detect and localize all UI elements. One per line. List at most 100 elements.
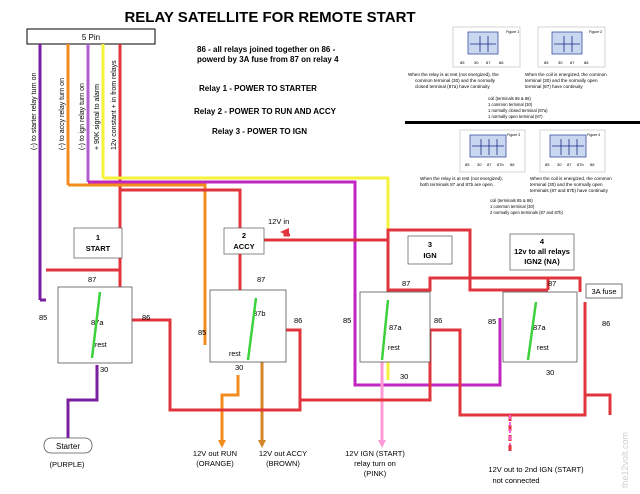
svg-text:12v to all relays: 12v to all relays xyxy=(514,247,570,256)
svg-text:rest: rest xyxy=(229,351,241,358)
svg-text:terminal (87) have continuity: terminal (87) have continuity xyxy=(525,84,583,89)
wire-label-constant: 12v constant + in from relays xyxy=(111,60,118,150)
svg-text:1 normally closed terminal (87: 1 normally closed terminal (87a) xyxy=(488,108,548,113)
svg-text:2 normally open terminals (87: 2 normally open terminals (87 and 87b) xyxy=(490,210,563,215)
relay-1: 1 START 87 87a 85 86 30 rest xyxy=(39,227,150,374)
svg-text:coil (terminals 85 & 86): coil (terminals 85 & 86) xyxy=(488,96,531,101)
svg-text:87a: 87a xyxy=(533,323,546,332)
svg-text:30: 30 xyxy=(100,365,108,374)
label-12v-in: 12V in xyxy=(268,217,289,226)
svg-text:Figure 3: Figure 3 xyxy=(507,133,520,137)
svg-text:87b: 87b xyxy=(253,309,266,318)
relay-4-body xyxy=(502,291,578,363)
starter-terminal xyxy=(43,437,93,454)
svg-text:rest: rest xyxy=(95,342,107,349)
relay-legend: Figure 1 85 30 87 86 Figure 2 85 30 87 86 When… xyxy=(405,26,640,215)
svg-text:ACCY: ACCY xyxy=(233,242,254,251)
svg-text:86: 86 xyxy=(434,316,442,325)
svg-text:85: 85 xyxy=(488,317,496,326)
wire-ign-86-link xyxy=(353,300,502,387)
svg-text:common terminal (30) and the n: common terminal (30) and the normally xyxy=(415,78,496,83)
svg-text:rest: rest xyxy=(537,345,549,352)
svg-text:85: 85 xyxy=(544,60,549,65)
svg-text:85: 85 xyxy=(343,316,351,325)
svg-text:87: 87 xyxy=(88,275,96,284)
svg-text:85: 85 xyxy=(198,328,206,337)
run-label-1: 12V out RUN xyxy=(193,449,237,458)
svg-text:IGN: IGN xyxy=(423,251,436,260)
svg-text:86: 86 xyxy=(499,60,504,65)
svg-text:1: 1 xyxy=(96,233,100,242)
wire-label-accy: (-) to accy relay turn on xyxy=(59,78,66,150)
note-line-1: 86 - all relays joined together on 86 - xyxy=(197,45,336,54)
svg-text:87b: 87b xyxy=(577,162,584,167)
svg-text:coil (terminals 85 & 86): coil (terminals 85 & 86) xyxy=(490,198,533,203)
svg-text:87: 87 xyxy=(487,162,492,167)
wire-fuse-feed xyxy=(546,276,582,292)
svg-text:85: 85 xyxy=(39,313,47,322)
svg-text:terminals (87 and 87b) have co: terminals (87 and 87b) have continuity xyxy=(530,188,609,193)
svg-text:86: 86 xyxy=(510,162,515,167)
svg-text:30: 30 xyxy=(546,368,554,377)
svg-text:30: 30 xyxy=(558,60,563,65)
connector-wires xyxy=(38,44,122,300)
svg-text:Figure 2: Figure 2 xyxy=(589,30,602,34)
svg-text:87: 87 xyxy=(486,60,491,65)
wire-label-starter: (-) to starter relay turn on xyxy=(31,72,38,150)
svg-text:both terminals 87 and 87b are: both terminals 87 and 87b are open. xyxy=(420,182,494,187)
svg-text:When the coil is energized, th: When the coil is energized, the common xyxy=(525,72,607,77)
svg-text:terminal (30) and the normally: terminal (30) and the normally open xyxy=(530,182,603,187)
svg-text:87: 87 xyxy=(548,279,556,288)
relay-3-switch xyxy=(380,299,390,361)
relay-3-body xyxy=(359,291,431,363)
svg-text:2: 2 xyxy=(242,231,246,240)
svg-text:30: 30 xyxy=(477,162,482,167)
relay-4-label-box xyxy=(509,233,575,271)
svg-text:87a: 87a xyxy=(389,323,402,332)
relay-1-switch xyxy=(90,291,102,359)
svg-text:Figure 1: Figure 1 xyxy=(506,30,519,34)
relay-1-label-box xyxy=(73,227,123,259)
wiring xyxy=(40,176,612,455)
svg-text:1 normally open terminal (87): 1 normally open terminal (87) xyxy=(488,114,543,119)
svg-text:85: 85 xyxy=(545,162,550,167)
ign-label-1: 12V IGN (START) xyxy=(345,449,405,458)
starter-color: (PURPLE) xyxy=(49,460,85,469)
arrow-12v-in xyxy=(280,228,289,236)
svg-text:When the relay is at rest (not: When the relay is at rest (not energized… xyxy=(420,176,503,181)
svg-text:87: 87 xyxy=(570,60,575,65)
wire-label-ign: (-) to ign relay turn on xyxy=(79,83,86,150)
connector-label: 5 Pin xyxy=(82,33,100,42)
wire-87-relay4 xyxy=(386,228,548,292)
wire-86-relay2 xyxy=(286,328,302,400)
svg-text:terminal (30) and the normally: terminal (30) and the normally open xyxy=(525,78,598,83)
wire-label-alarm: + 90K signal to alarm xyxy=(94,84,101,150)
svg-text:85: 85 xyxy=(460,60,465,65)
wire-starter-to-30 xyxy=(66,365,99,440)
svg-text:87: 87 xyxy=(402,279,410,288)
svg-text:rest: rest xyxy=(388,345,400,352)
svg-text:closed terminal (87a) have con: closed terminal (87a) have continuity xyxy=(415,84,491,89)
svg-text:86: 86 xyxy=(142,313,150,322)
fuse-3a xyxy=(585,283,623,299)
wire-ign-trigger xyxy=(88,180,357,300)
relay-2-body xyxy=(209,289,287,363)
svg-text:85: 85 xyxy=(465,162,470,167)
five-pin-connector xyxy=(26,28,156,45)
svg-text:When the coil is energized, th: When the coil is energized, the common xyxy=(530,176,612,181)
run-label-2: (ORANGE) xyxy=(196,459,234,468)
svg-text:86: 86 xyxy=(294,316,302,325)
relay-3-label-box xyxy=(407,235,453,265)
wire-86-relay4 xyxy=(583,330,612,415)
relay-4: 4 12v to all relays IGN2 (NA) 87 87a 85 … xyxy=(488,233,610,377)
relay-2: 2 ACCY 87 87b 85 86 30 rest xyxy=(198,227,302,372)
wire-relay3-87 xyxy=(388,276,550,292)
svg-text:30: 30 xyxy=(400,372,408,381)
ign2-label-2: not connected xyxy=(492,476,539,485)
svg-text:START: START xyxy=(86,244,111,253)
svg-text:1 common terminal (30): 1 common terminal (30) xyxy=(490,204,535,209)
note-line-2: powerd by 3A fuse from 87 on relay 4 xyxy=(197,55,339,64)
svg-text:87: 87 xyxy=(257,275,265,284)
watermark: the12volt.com xyxy=(620,432,630,488)
